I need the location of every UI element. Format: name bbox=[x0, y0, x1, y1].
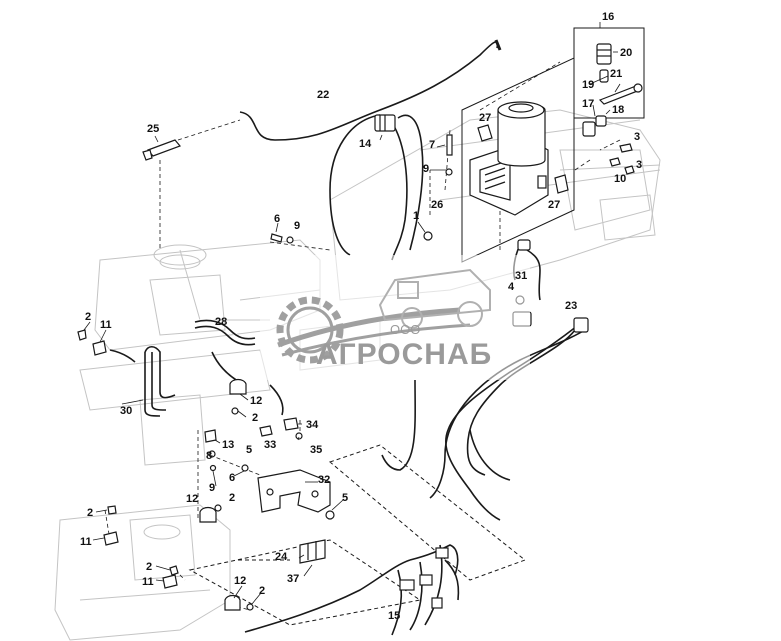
callout-17: 17 bbox=[582, 98, 594, 110]
callout-3-top: 3 bbox=[634, 131, 640, 143]
connector-17 bbox=[582, 121, 596, 137]
connector-23 bbox=[573, 317, 589, 333]
valve-18 bbox=[595, 115, 607, 127]
callout-11-left: 11 bbox=[100, 319, 112, 331]
callout-14: 14 bbox=[359, 138, 372, 150]
callout-16: 16 bbox=[602, 11, 614, 23]
callout-7: 7 bbox=[429, 139, 435, 151]
callout-2-mid: 2 bbox=[252, 412, 258, 424]
callout-leaders bbox=[83, 22, 621, 605]
callout-2-lower: 2 bbox=[229, 492, 235, 504]
callout-10: 10 bbox=[614, 173, 626, 185]
bracket-24 bbox=[299, 539, 326, 564]
callout-1: 1 bbox=[413, 210, 419, 222]
callout-35: 35 bbox=[310, 444, 322, 456]
callout-labels: 16 20 19 21 17 18 3 3 10 22 25 14 27 7 9… bbox=[80, 11, 642, 622]
callout-27-top: 27 bbox=[479, 112, 491, 124]
callout-32: 32 bbox=[318, 474, 330, 486]
gear-logo-icon bbox=[276, 296, 471, 364]
callout-13: 13 bbox=[222, 439, 234, 451]
fitting-19 bbox=[599, 69, 609, 83]
callout-22: 22 bbox=[317, 89, 329, 101]
callout-30: 30 bbox=[120, 405, 132, 417]
callout-23: 23 bbox=[565, 300, 577, 312]
callout-27-bottom: 27 bbox=[548, 199, 560, 211]
callout-11-bottomleft: 11 bbox=[142, 576, 154, 588]
callout-12-mid: 12 bbox=[186, 493, 198, 505]
dashed-leaders bbox=[104, 61, 621, 611]
callout-12-bottom: 12 bbox=[234, 575, 246, 587]
callout-15: 15 bbox=[388, 610, 400, 622]
callout-26: 26 bbox=[431, 199, 443, 211]
callout-37: 37 bbox=[287, 573, 299, 585]
callout-9-top: 9 bbox=[423, 163, 429, 175]
callout-6-top: 6 bbox=[274, 213, 280, 225]
callout-20: 20 bbox=[620, 47, 632, 59]
callout-4: 4 bbox=[508, 281, 515, 293]
callout-28: 28 bbox=[215, 316, 227, 328]
callout-2-left: 2 bbox=[85, 311, 91, 323]
watermark-company-name: АГРОСНАБ bbox=[316, 338, 492, 371]
components bbox=[77, 43, 643, 611]
callout-21: 21 bbox=[610, 68, 622, 80]
callout-9-bottom: 9 bbox=[209, 482, 215, 494]
callout-6-bottom: 6 bbox=[229, 472, 235, 484]
watermark-company-prefix: ООО bbox=[390, 322, 420, 337]
detail-frames bbox=[188, 27, 645, 626]
bracket-32 bbox=[257, 469, 331, 513]
callout-2-bottom: 2 bbox=[259, 585, 265, 597]
callout-5-right: 5 bbox=[342, 492, 348, 504]
callout-18: 18 bbox=[612, 104, 624, 116]
connector-20 bbox=[596, 43, 612, 65]
callout-3-bottom: 3 bbox=[636, 159, 642, 171]
callout-9-mid: 9 bbox=[294, 220, 300, 232]
callout-5-mid: 5 bbox=[246, 444, 252, 456]
callout-31: 31 bbox=[515, 270, 527, 282]
callout-2-lowerleft: 2 bbox=[87, 507, 93, 519]
callout-2-bottomleft: 2 bbox=[146, 561, 152, 573]
callout-24: 24 bbox=[275, 551, 288, 563]
sensor-25 bbox=[146, 139, 182, 157]
callout-19: 19 bbox=[582, 79, 594, 91]
harvester-logo-icon bbox=[378, 268, 491, 329]
callout-12-top: 12 bbox=[250, 395, 262, 407]
wiring-harness bbox=[109, 39, 589, 636]
callout-34: 34 bbox=[306, 419, 319, 431]
callout-11-lowerleft: 11 bbox=[80, 536, 92, 548]
callout-8: 8 bbox=[206, 450, 212, 462]
callout-25: 25 bbox=[147, 123, 159, 135]
callout-33: 33 bbox=[264, 439, 276, 451]
watermark: ООО АГРОСНАБ bbox=[260, 255, 530, 380]
